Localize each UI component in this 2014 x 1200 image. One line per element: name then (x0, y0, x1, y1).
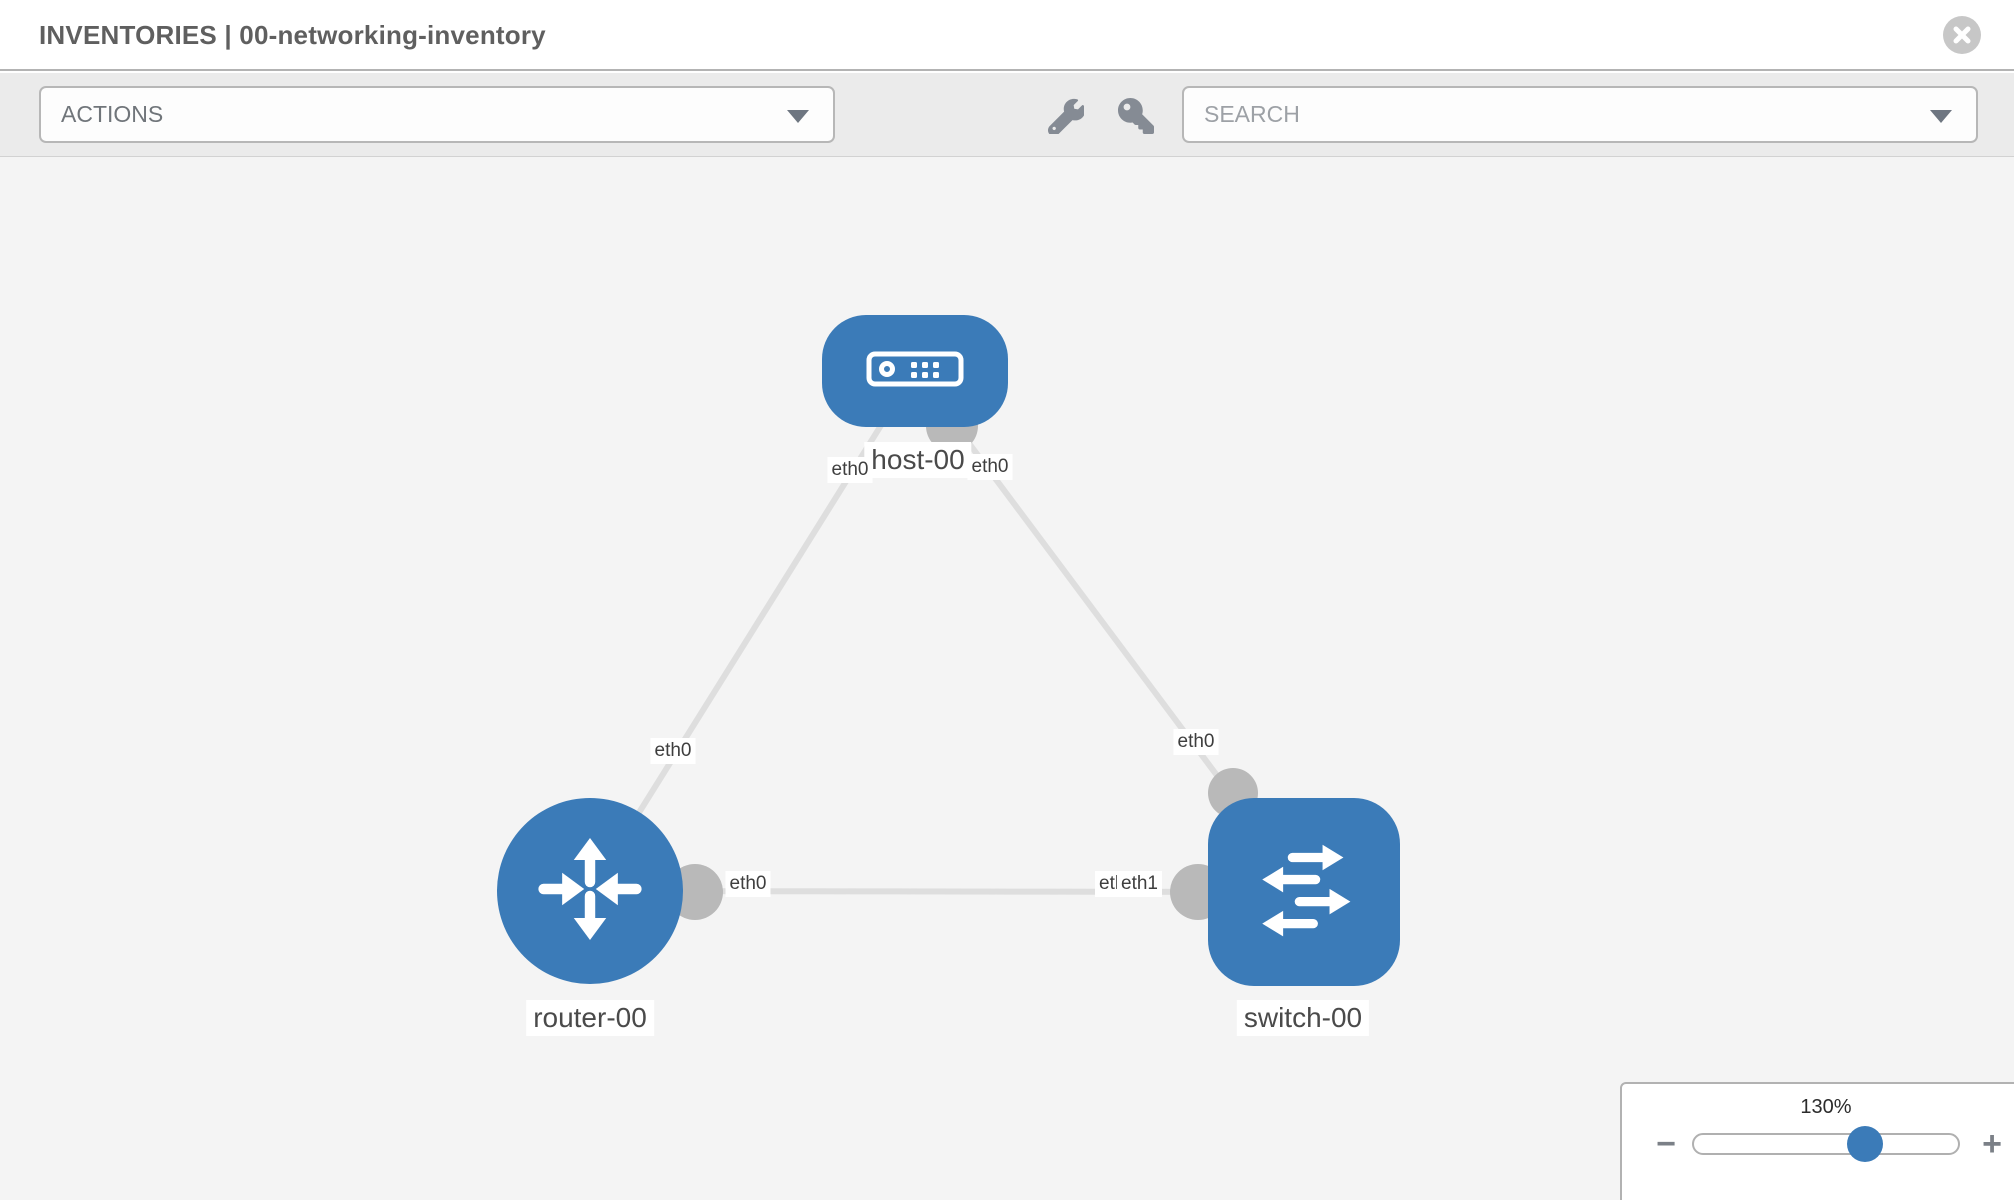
node-switch-00[interactable] (1208, 798, 1400, 986)
zoom-out-button[interactable]: − (1646, 1124, 1686, 1164)
key-button[interactable] (1118, 97, 1156, 135)
node-label-router-00: router-00 (526, 1000, 654, 1036)
server-icon (866, 351, 964, 392)
node-label-switch-00: switch-00 (1236, 1000, 1370, 1036)
chevron-down-icon (1930, 110, 1952, 123)
zoom-level-value: 130% (1800, 1096, 1852, 1118)
zoom-in-button[interactable]: + (1972, 1124, 2012, 1164)
router-icon (532, 831, 648, 952)
switch-icon (1242, 832, 1366, 953)
iface-label-host-eth0-left: eth0 (827, 457, 873, 483)
search-dropdown-label: SEARCH (1204, 101, 1300, 127)
toolbar: ACTIONS SEARCH (0, 73, 2014, 157)
page-title: INVENTORIES | 00-networking-inventory (39, 20, 546, 50)
iface-label-switch-eth1: eth1 (1117, 871, 1162, 897)
iface-label-host-eth0-right: eth0 (967, 454, 1013, 480)
iface-label-switch-eth0-uplink: eth0 (1173, 729, 1219, 755)
chevron-down-icon (787, 110, 809, 123)
node-host-00[interactable] (822, 315, 1008, 427)
zoom-control-panel: 130% − + (1620, 1082, 2014, 1200)
zoom-slider-track[interactable] (1692, 1133, 1960, 1155)
search-dropdown[interactable]: SEARCH (1182, 86, 1978, 143)
actions-dropdown-label: ACTIONS (61, 101, 164, 127)
wrench-button[interactable] (1048, 97, 1086, 135)
page-header: INVENTORIES | 00-networking-inventory (0, 0, 2014, 71)
topology-canvas[interactable]: host-00 router-00 switch-00 eth0 eth0 et… (0, 157, 2014, 1200)
key-icon (1118, 98, 1156, 134)
iface-label-router-eth0: eth0 (725, 871, 771, 897)
zoom-slider-handle[interactable] (1847, 1126, 1883, 1162)
wrench-icon (1048, 98, 1086, 134)
actions-dropdown[interactable]: ACTIONS (39, 86, 835, 143)
node-router-00[interactable] (497, 798, 683, 984)
node-label-host-00: host-00 (864, 442, 972, 478)
close-button[interactable] (1943, 16, 1981, 54)
iface-label-router-eth0-uplink: eth0 (650, 738, 696, 764)
